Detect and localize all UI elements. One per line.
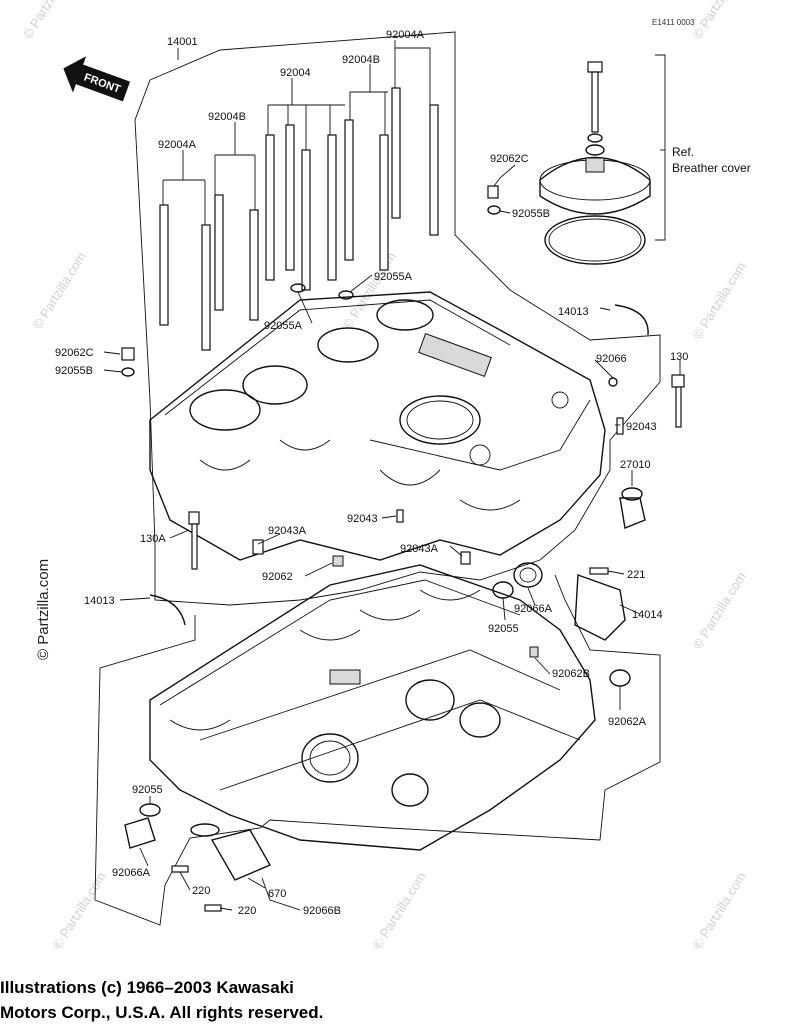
watermark-text: © Partzilla.com — [690, 869, 749, 951]
part-label: 130A — [140, 533, 166, 545]
part-label: 92043 — [347, 513, 378, 525]
misc-parts — [124, 304, 685, 912]
copyright-notice: Illustrations (c) 1966–2003 Kawasaki Mot… — [0, 975, 460, 1025]
watermark-text: © Partzilla.com — [370, 869, 429, 951]
part-label: 92055A — [374, 271, 413, 283]
part-label: 92055B — [512, 208, 550, 220]
part-label: 92004A — [386, 29, 425, 41]
part-label: 92066 — [596, 353, 627, 365]
part-label: 92062C — [55, 347, 94, 359]
breather-cover — [539, 61, 651, 265]
watermark-text-dark: © Partzilla.com — [35, 559, 52, 660]
leader-lines — [103, 40, 681, 911]
part-label: 14013 — [558, 306, 589, 318]
part-label: 670 — [268, 888, 286, 900]
copyright-line1: Illustrations (c) 1966–2003 Kawasaki — [0, 978, 294, 997]
front-arrow: FRONT — [63, 56, 131, 102]
part-label: 14014 — [632, 609, 663, 621]
watermark-text: © Partzilla.com — [30, 249, 89, 331]
part-label: 92055 — [488, 623, 519, 635]
part-label: 130 — [670, 351, 688, 363]
part-label: 92004 — [280, 67, 311, 79]
part-label: 220 — [192, 885, 210, 897]
ref-note-line1: Ref. — [672, 145, 694, 159]
watermark-text: © Partzilla.com — [340, 249, 399, 331]
part-label: 14001 — [167, 36, 198, 48]
part-label: 92066A — [514, 603, 553, 615]
part-label: 14013 — [84, 595, 115, 607]
part-label: 92055 — [132, 784, 163, 796]
diagram-code: E1411 0003 — [652, 18, 695, 27]
breather-bracket — [655, 54, 666, 241]
part-label: 92055B — [55, 365, 93, 377]
part-label: 92066A — [112, 867, 151, 879]
crankcase-studs — [121, 87, 501, 377]
watermark-text: © Partzilla.com — [20, 0, 79, 42]
lower-crankcase — [149, 564, 596, 851]
assembly-outline-upper — [134, 31, 661, 606]
part-label: 220 — [238, 905, 256, 917]
part-label: 92043 — [626, 421, 657, 433]
part-label: 92062 — [262, 571, 293, 583]
part-label: 27010 — [620, 459, 651, 471]
watermark-text: © Partzilla.com — [690, 0, 749, 42]
assembly-outline-lower — [94, 574, 661, 926]
watermark-text: © Partzilla.com — [690, 259, 749, 341]
part-label: 92004B — [342, 54, 380, 66]
part-labels: 14001 92004A 92004B 92004 92004B 92004A … — [55, 29, 751, 917]
part-label: 92062B — [552, 668, 590, 680]
part-label: 92043A — [400, 543, 439, 555]
part-label: 92062A — [608, 716, 647, 728]
part-label: 92055A — [264, 320, 303, 332]
part-label: 92062C — [490, 153, 529, 165]
upper-crankcase — [149, 291, 606, 561]
part-label: 221 — [627, 569, 645, 581]
copyright-line2: Motors Corp., U.S.A. All rights reserved… — [0, 1003, 324, 1022]
part-label: 92004B — [208, 111, 246, 123]
part-label: 92066B — [303, 905, 341, 917]
ref-note-line2: Breather cover — [672, 161, 751, 175]
part-label: 92043A — [268, 525, 307, 537]
part-label: 92004A — [158, 139, 197, 151]
watermark-text: © Partzilla.com — [690, 569, 749, 651]
watermark-text: © Partzilla.com — [50, 869, 109, 951]
